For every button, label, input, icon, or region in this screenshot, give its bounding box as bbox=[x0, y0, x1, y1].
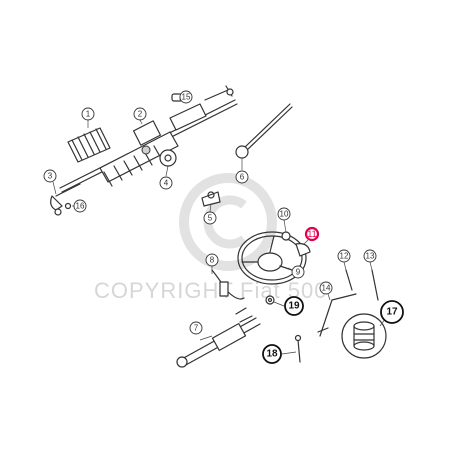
svg-text:5: 5 bbox=[208, 214, 213, 223]
wiring-harness bbox=[211, 269, 245, 300]
horn-pad-cover bbox=[295, 243, 311, 257]
callout-15[interactable]: 15 bbox=[179, 90, 193, 104]
svg-text:11: 11 bbox=[307, 229, 316, 239]
svg-text:1: 1 bbox=[86, 110, 91, 119]
tie-rod-end bbox=[50, 183, 81, 216]
svg-text:18: 18 bbox=[266, 349, 278, 360]
svg-text:3: 3 bbox=[48, 172, 53, 181]
svg-text:6: 6 bbox=[240, 173, 245, 182]
callout-13[interactable]: 13 bbox=[363, 249, 377, 263]
svg-text:19: 19 bbox=[288, 301, 300, 312]
svg-text:9: 9 bbox=[296, 268, 301, 277]
callout-12[interactable]: 12 bbox=[337, 249, 351, 263]
callout-9[interactable]: 9 bbox=[291, 265, 305, 279]
rack-bushing bbox=[159, 149, 177, 167]
steering-wheel bbox=[237, 231, 307, 285]
callout-11[interactable]: 11 bbox=[304, 226, 320, 242]
watermark-text: COPYRIGHT bbox=[94, 278, 234, 303]
svg-text:10: 10 bbox=[280, 210, 289, 219]
callout-16[interactable]: 16 bbox=[73, 199, 87, 213]
callout-8[interactable]: 8 bbox=[205, 253, 219, 267]
callout-3[interactable]: 3 bbox=[43, 169, 57, 183]
copyright-watermark: COPYRIGHT Fiat 500 bbox=[94, 173, 328, 303]
rack-boot bbox=[67, 127, 111, 163]
callout-5[interactable]: 5 bbox=[203, 211, 217, 225]
mounting-screw bbox=[294, 334, 302, 363]
callout-6[interactable]: 6 bbox=[235, 170, 249, 184]
callout-4[interactable]: 4 bbox=[159, 176, 173, 190]
combination-switch bbox=[345, 269, 379, 301]
intermediate-shaft bbox=[235, 103, 293, 159]
svg-text:15: 15 bbox=[182, 93, 191, 102]
copyright-ring-icon bbox=[179, 173, 277, 271]
svg-text:2: 2 bbox=[138, 110, 143, 119]
steering-wheel-nut bbox=[281, 231, 291, 241]
clock-spring bbox=[341, 313, 387, 359]
svg-text:14: 14 bbox=[322, 284, 331, 293]
svg-text:12: 12 bbox=[340, 252, 349, 261]
stalk-switch bbox=[317, 293, 357, 337]
svg-text:16: 16 bbox=[76, 202, 85, 211]
callout-14[interactable]: 14 bbox=[319, 281, 333, 295]
svg-text:7: 7 bbox=[194, 324, 199, 333]
svg-text:13: 13 bbox=[366, 252, 375, 261]
callout-10[interactable]: 10 bbox=[277, 207, 291, 221]
callout-1[interactable]: 1 bbox=[81, 107, 95, 121]
callout-18[interactable]: 18 bbox=[262, 344, 282, 364]
steering-column bbox=[176, 307, 261, 368]
svg-text:4: 4 bbox=[164, 179, 169, 188]
svg-text:17: 17 bbox=[386, 307, 398, 318]
rack-mount-parts bbox=[64, 93, 183, 210]
rack-clamp bbox=[201, 191, 221, 207]
callout-17[interactable]: 17 bbox=[380, 300, 404, 324]
watermark-brand: Fiat 500 bbox=[240, 278, 328, 303]
steering-rack bbox=[59, 85, 238, 193]
callout-19[interactable]: 19 bbox=[284, 296, 304, 316]
callout-7[interactable]: 7 bbox=[189, 321, 203, 335]
callout-2[interactable]: 2 bbox=[133, 107, 147, 121]
svg-text:8: 8 bbox=[210, 256, 215, 265]
washer bbox=[265, 295, 275, 305]
